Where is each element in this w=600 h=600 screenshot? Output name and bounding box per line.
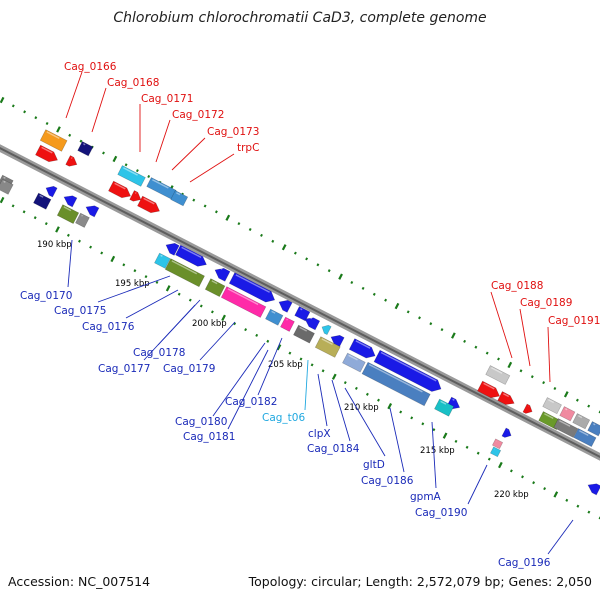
gene-feature[interactable] [175,244,208,269]
gene-label[interactable]: Cag_0173 [207,126,259,138]
gene-label[interactable]: Cag_0176 [82,321,135,333]
gene-feature[interactable] [314,336,341,358]
map-title: Chlorobium chlorochromatii CaD3, complet… [113,10,486,26]
gene-feature[interactable] [146,177,177,200]
ruler: 190 kbp 195 kbp 200 kbp 205 kbp 210 kbp … [37,240,529,500]
gene-feature[interactable] [44,184,58,198]
gene-label[interactable]: Cag_0180 [175,416,227,428]
gene-feature[interactable] [361,361,431,407]
gene-feature[interactable] [75,212,90,228]
gene-feature[interactable] [522,403,534,416]
gene-label[interactable]: Cag_0184 [307,443,360,455]
gene-label[interactable]: Cag_0191 [548,315,600,327]
gene-feature[interactable] [62,193,78,208]
gene-label[interactable]: gltD [363,459,385,471]
gene-feature[interactable] [228,272,277,306]
gene-features[interactable] [0,129,600,496]
gene-feature[interactable] [587,421,600,437]
gene-feature[interactable] [220,286,267,318]
gene-label[interactable]: Cag_0172 [172,109,224,121]
gene-feature[interactable] [542,397,562,415]
gene-label[interactable]: Cag_t06 [262,412,305,424]
gene-feature[interactable] [212,265,231,282]
tick-tracks [0,96,600,520]
gene-feature[interactable] [163,240,180,256]
gene-feature[interactable] [204,278,226,298]
ruler-label: 200 kbp [192,319,227,329]
gene-feature[interactable] [154,252,171,269]
gene-feature[interactable] [77,141,94,157]
topology-summary: Topology: circular; Length: 2,572,079 bp… [248,574,592,589]
gene-feature[interactable] [117,165,146,187]
gene-feature[interactable] [559,406,576,422]
gene-feature[interactable] [572,413,591,430]
lower-strand-labels: Cag_0170 Cag_0175 Cag_0176 Cag_0178 Cag_… [20,290,551,569]
ruler-label: 220 kbp [494,490,529,500]
ruler-label: 210 kbp [344,403,379,413]
gene-label[interactable]: Cag_0181 [183,431,235,443]
gene-label[interactable]: Cag_0171 [141,93,193,105]
gene-feature[interactable] [164,258,205,288]
gene-feature[interactable] [348,338,378,362]
gene-label[interactable]: Cag_0182 [225,396,277,408]
ruler-label: 215 kbp [420,446,455,456]
gene-label[interactable]: Cag_0189 [520,297,572,309]
gene-feature[interactable] [294,306,311,322]
gene-feature[interactable] [434,398,455,417]
gene-label[interactable]: Cag_0177 [98,363,150,375]
gene-feature[interactable] [276,297,293,313]
gene-label[interactable]: Cag_0186 [361,475,414,487]
gene-label[interactable]: Cag_0190 [415,507,467,519]
gene-label[interactable]: Cag_0188 [491,280,543,292]
gene-label[interactable]: Cag_0170 [20,290,72,302]
upper-strand-labels: Cag_0166 Cag_0168 Cag_0171 Cag_0172 Cag_… [64,61,600,327]
gene-feature[interactable] [65,155,79,169]
accession-text: Accession: NC_007514 [8,574,150,589]
ruler-label: 190 kbp [37,240,72,250]
gene-label[interactable]: Cag_0175 [54,305,106,317]
gene-feature[interactable] [280,316,295,332]
gene-feature[interactable] [485,365,511,385]
ruler-label: 195 kbp [115,279,150,289]
gene-feature[interactable] [491,438,504,450]
gene-feature[interactable] [56,204,80,224]
gene-label[interactable]: Cag_0179 [163,363,215,375]
gene-label[interactable]: Cag_0178 [133,347,185,359]
gene-label[interactable]: trpC [237,142,259,154]
gene-feature[interactable] [137,195,162,216]
gene-label[interactable]: clpX [308,428,331,440]
gene-label[interactable]: gpmA [410,491,442,503]
gene-feature[interactable] [573,428,597,448]
gene-feature[interactable] [170,190,189,207]
gene-feature[interactable] [303,315,321,331]
ruler-label: 205 kbp [268,360,303,370]
gene-feature[interactable] [265,308,284,326]
gene-feature[interactable] [373,349,444,395]
leader-lines [65,71,574,555]
gene-label[interactable]: Cag_0168 [107,77,159,89]
gene-feature[interactable] [293,324,315,344]
gene-feature[interactable] [586,481,600,496]
gene-feature[interactable] [33,192,52,210]
genome-backbone [0,144,600,461]
gene-feature[interactable] [501,427,513,440]
gene-feature[interactable] [553,418,579,438]
gene-feature[interactable] [84,203,100,218]
gene-label[interactable]: Cag_0196 [498,557,551,569]
gene-feature[interactable] [342,352,366,373]
gene-feature[interactable] [35,144,60,165]
gene-feature[interactable] [129,190,143,204]
gene-feature[interactable] [489,446,502,458]
gene-feature[interactable] [497,391,517,408]
gene-feature[interactable] [39,129,68,152]
gene-feature[interactable] [320,323,332,336]
gene-feature[interactable] [0,178,14,195]
gene-label[interactable]: Cag_0166 [64,61,117,73]
gene-feature[interactable] [108,180,133,201]
gene-feature[interactable] [477,380,502,401]
